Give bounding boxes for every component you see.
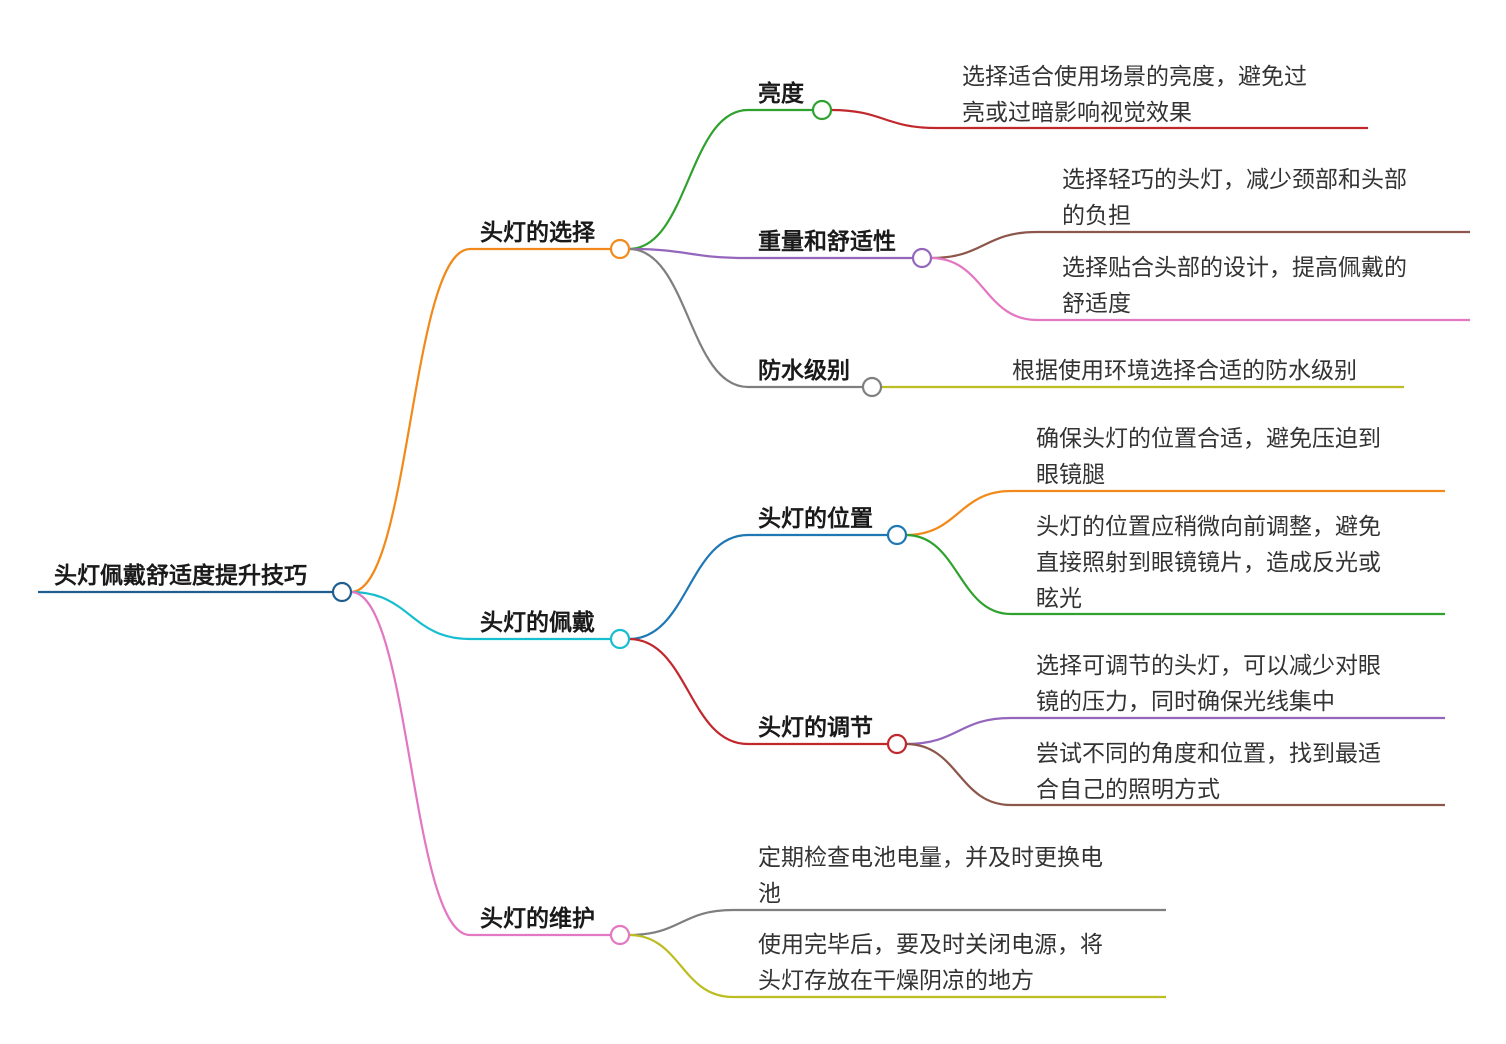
branch-2-sub-1-leaf-1-text-line: 确保头灯的位置合适，避免压迫到	[1036, 426, 1381, 452]
branch-2-sub-1-connector	[628, 533, 749, 641]
branch-1-sub-3-leaf-1-text-line: 根据使用环境选择合适的防水级别	[1012, 358, 1357, 384]
branch-2-connector	[350, 590, 471, 641]
branch-2-sub-1-leaf-2-text-line: 直接照射到眼镜镜片，造成反光或	[1036, 550, 1381, 576]
branch-1-sub-1-node[interactable]	[811, 99, 833, 121]
branch-2-sub-2-leaf-2-text-line: 尝试不同的角度和位置，找到最适	[1036, 741, 1381, 767]
branch-1-sub-2-connector	[628, 247, 749, 260]
branch-2-sub-2-label: 头灯的调节	[758, 714, 873, 741]
branch-1-connector	[350, 247, 471, 594]
branch-2-sub-1-leaf-2-connector	[905, 533, 1012, 616]
branch-1-node[interactable]	[609, 238, 631, 260]
branch-1-sub-2-leaf-2-text-line: 选择贴合头部的设计，提高佩戴的	[1062, 255, 1407, 281]
branch-2-sub-1-node[interactable]	[886, 524, 908, 546]
branch-1-sub-1-leaf-1-connector	[830, 108, 938, 130]
branch-3-leaf-1-connector	[628, 908, 734, 937]
branch-2-sub-2-leaf-1-text-line: 镜的压力，同时确保光线集中	[1036, 689, 1335, 715]
branch-3-node[interactable]	[609, 924, 631, 946]
branch-3-label: 头灯的维护	[480, 905, 595, 932]
branch-3-leaf-1-text-line: 池	[758, 881, 781, 907]
branch-3-leaf-2-text-line: 头灯存放在干燥阴凉的地方	[758, 968, 1034, 994]
branch-2-sub-2-leaf-1-text-line: 选择可调节的头灯，可以减少对眼	[1036, 653, 1381, 679]
branch-1-sub-2-leaf-2-text-line: 舒适度	[1062, 291, 1131, 317]
branch-1-sub-2-label: 重量和舒适性	[758, 228, 896, 255]
branch-2-sub-2-connector	[628, 637, 749, 746]
branch-2-sub-1-label: 头灯的位置	[758, 505, 873, 532]
branch-1-sub-2-leaf-1-connector	[930, 230, 1038, 260]
branch-2-sub-2-leaf-1-connector	[905, 716, 1012, 746]
branch-3-leaf-1-text-line: 定期检查电池电量，并及时更换电	[758, 845, 1103, 871]
branch-2-sub-2-node[interactable]	[886, 733, 908, 755]
branch-2-sub-2-leaf-2-connector	[905, 742, 1012, 807]
branch-1-sub-3-node[interactable]	[861, 376, 883, 398]
branch-2-sub-1-leaf-1-connector	[905, 489, 1012, 537]
label-layer: 头灯佩戴舒适度提升技巧 头灯的选择 亮度 选择适合使用场景的亮度，避免过亮或过暗影响视…	[54, 64, 1407, 994]
root-topic: 头灯佩戴舒适度提升技巧	[54, 562, 307, 589]
node-dot-layer	[331, 99, 933, 946]
branch-1-sub-2-leaf-1-text-line: 的负担	[1062, 203, 1131, 229]
branch-1-label: 头灯的选择	[480, 219, 596, 246]
branch-1-sub-1-label: 亮度	[758, 80, 805, 107]
branch-3-leaf-2-text-line: 使用完毕后，要及时关闭电源，将	[758, 932, 1103, 958]
branch-1-sub-1-leaf-1-text-line: 亮或过暗影响视觉效果	[962, 100, 1192, 126]
connector-layer	[38, 108, 1470, 999]
branch-3-leaf-2-connector	[628, 933, 734, 999]
branch-1-sub-3-label: 防水级别	[758, 357, 850, 384]
branch-2-node[interactable]	[609, 628, 631, 650]
branch-2-sub-2-leaf-2-text-line: 合自己的照明方式	[1036, 777, 1220, 803]
branch-1-sub-2-leaf-1-text-line: 选择轻巧的头灯，减少颈部和头部	[1062, 167, 1407, 193]
branch-2-label: 头灯的佩戴	[480, 609, 595, 636]
branch-1-sub-1-connector	[628, 108, 749, 251]
root-node[interactable]	[331, 581, 353, 603]
branch-2-sub-1-leaf-1-text-line: 眼镜腿	[1036, 462, 1105, 488]
branch-2-sub-1-leaf-2-text-line: 头灯的位置应稍微向前调整，避免	[1036, 514, 1381, 540]
branch-1-sub-2-node[interactable]	[911, 247, 933, 269]
branch-1-sub-3-connector	[628, 247, 749, 389]
branch-3-connector	[350, 590, 471, 937]
branch-2-sub-1-leaf-2-text-line: 眩光	[1036, 586, 1082, 612]
branch-1-sub-2-leaf-2-connector	[930, 256, 1038, 322]
branch-1-sub-1-leaf-1-text-line: 选择适合使用场景的亮度，避免过	[962, 64, 1307, 90]
